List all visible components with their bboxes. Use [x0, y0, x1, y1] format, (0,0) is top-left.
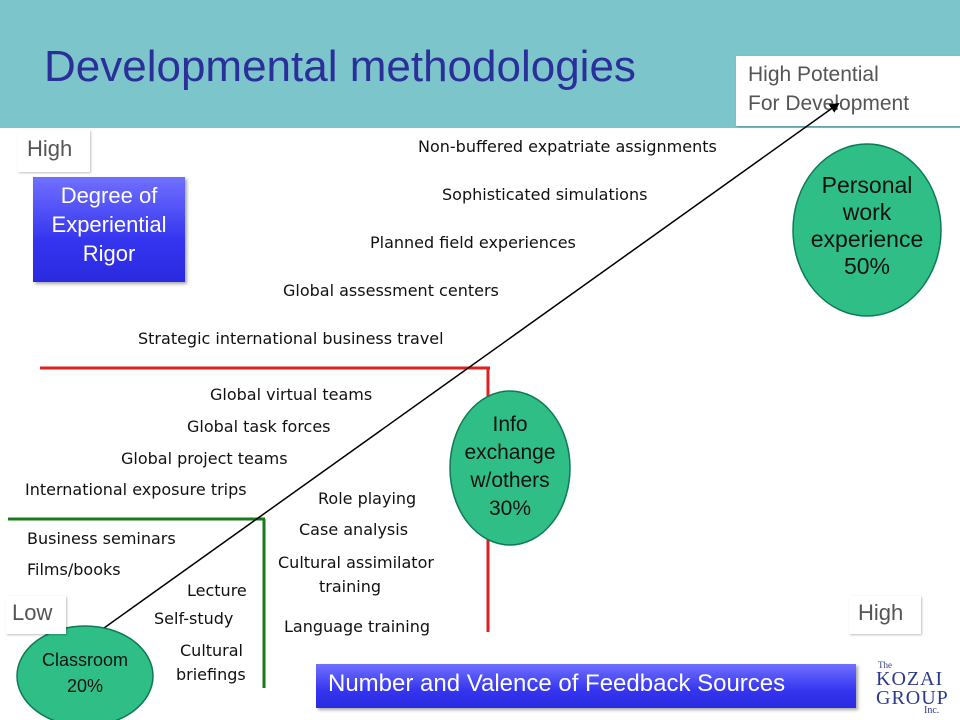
personal-work-text: Personal work experience 50%	[794, 172, 940, 280]
method-films-books: Films/books	[27, 560, 121, 579]
high-potential-line-1: High Potential	[748, 63, 879, 86]
slide-title: Developmental methodologies	[44, 42, 636, 91]
logo-kozai: KOZAI	[876, 668, 944, 690]
info-exchange-text: Info exchange w/others 30%	[450, 411, 570, 523]
info-exchange-circle	[449, 390, 571, 546]
y-axis-high-label: High	[18, 130, 90, 172]
method-international-exposure-trips: International exposure trips	[25, 480, 247, 499]
method-cultural-assimilator-line-2: training	[319, 577, 381, 596]
personal-work-circle	[792, 143, 942, 317]
personal-work-line-1: Personal	[821, 172, 913, 198]
high-potential-line-2: For Development	[748, 92, 910, 115]
logo-the: The	[878, 660, 892, 670]
info-exchange-line-1: Info	[492, 413, 528, 436]
method-strategic-business-travel: Strategic international business travel	[138, 329, 444, 348]
x-axis-high-label: High	[849, 596, 921, 634]
method-global-task-forces: Global task forces	[187, 417, 331, 436]
method-global-assessment-centers: Global assessment centers	[283, 281, 499, 300]
classroom-circle	[16, 625, 154, 720]
personal-work-line-4: 50%	[843, 253, 891, 279]
y-axis-low-label: Low	[6, 596, 66, 634]
method-global-project-teams: Global project teams	[121, 449, 288, 468]
classroom-text: Classroom 20%	[20, 647, 150, 699]
personal-work-line-2: work	[842, 199, 892, 225]
method-non-buffered-expatriate: Non-buffered expatriate assignments	[418, 137, 717, 156]
method-planned-field-experiences: Planned field experiences	[370, 233, 576, 252]
high-potential-label: High Potential For Development	[736, 56, 960, 126]
method-sophisticated-simulations: Sophisticated simulations	[442, 185, 648, 204]
kozai-group-logo: The KOZAI GROUP Inc.	[872, 658, 952, 718]
classroom-line-1: Classroom	[41, 650, 129, 670]
y-axis-title-box: Degree of Experiential Rigor	[33, 177, 185, 282]
info-exchange-line-2: exchange	[464, 441, 556, 464]
logo-inc: Inc.	[924, 705, 940, 716]
personal-work-line-3: experience	[810, 226, 924, 252]
development-arrow	[103, 102, 840, 629]
method-language-training: Language training	[284, 617, 431, 636]
method-cultural-briefings-line-1: Cultural	[180, 641, 243, 660]
logo-group: GROUP	[876, 687, 949, 709]
info-exchange-line-3: w/others	[470, 469, 550, 492]
y-axis-title-line-1: Degree of	[60, 183, 158, 208]
method-business-seminars: Business seminars	[27, 529, 176, 548]
method-lecture: Lecture	[187, 581, 247, 600]
method-cultural-briefings-line-2: briefings	[176, 665, 246, 684]
method-case-analysis: Case analysis	[299, 520, 409, 539]
y-axis-title-line-2: Experiential	[51, 212, 167, 237]
method-role-playing: Role playing	[318, 489, 417, 508]
x-axis-title-box: Number and Valence of Feedback Sources	[316, 664, 856, 708]
y-axis-title-line-3: Rigor	[82, 241, 136, 266]
method-global-virtual-teams: Global virtual teams	[210, 385, 373, 404]
method-self-study: Self-study	[154, 609, 234, 628]
info-exchange-line-4: 30%	[488, 497, 532, 520]
method-cultural-assimilator-line-1: Cultural assimilator	[278, 553, 434, 572]
classroom-line-2: 20%	[66, 676, 104, 696]
